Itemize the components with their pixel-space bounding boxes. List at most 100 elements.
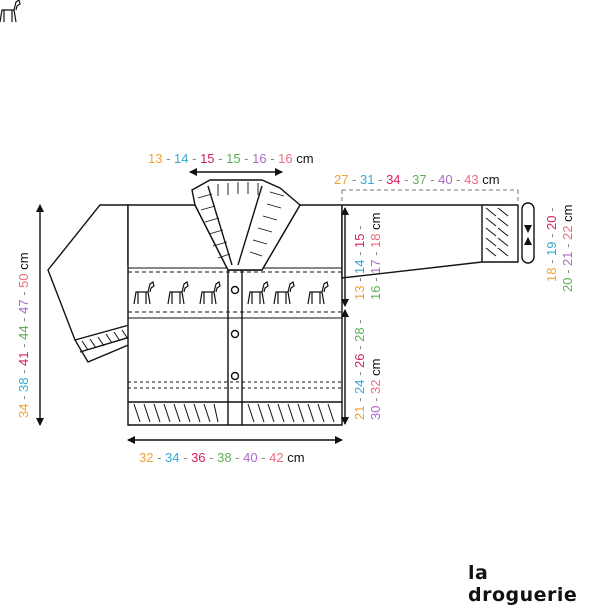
- size-value: 50: [16, 273, 31, 288]
- size-value: 15: [226, 151, 241, 166]
- size-value: 44: [16, 325, 31, 340]
- cuff-label-line1: 18 - 19 - 20 -: [544, 208, 560, 282]
- measurement-arrows: [36, 168, 349, 444]
- separator: -: [266, 151, 279, 166]
- cuff-label-line2: 20 - 21 - 22 cm: [560, 205, 576, 292]
- size-value: 16: [278, 151, 293, 166]
- size-value: 26: [352, 353, 367, 368]
- size-value: 31: [360, 172, 375, 187]
- size-value: 42: [269, 450, 284, 465]
- sleeve-length-label: 27 - 31 - 34 - 37 - 40 - 43 cm: [334, 172, 500, 188]
- size-value: 16: [252, 151, 267, 166]
- separator: -: [352, 247, 367, 260]
- size-value: 16: [368, 285, 383, 300]
- separator: -: [16, 365, 31, 378]
- size-value: 47: [16, 299, 31, 314]
- total-length-label: 34 - 38 - 41 - 44 - 47 - 50 cm: [16, 252, 32, 418]
- unit: cm: [283, 450, 305, 465]
- separator: -: [162, 151, 175, 166]
- size-value: 19: [544, 241, 559, 256]
- size-value: 38: [16, 377, 31, 392]
- separator: -: [352, 367, 367, 380]
- size-value: 21: [560, 251, 575, 266]
- size-value: 20: [560, 277, 575, 292]
- unit: cm: [368, 358, 383, 380]
- separator: -: [16, 313, 31, 326]
- separator: -: [368, 273, 383, 286]
- separator: -: [352, 225, 367, 234]
- separator: -: [426, 172, 439, 187]
- separator: -: [374, 172, 387, 187]
- armhole-label-line1: 13 - 14 - 15 -: [352, 226, 368, 300]
- neck-measurement-label: 13 - 14 - 15 - 15 - 16 - 16 cm: [148, 151, 314, 167]
- separator: -: [352, 319, 367, 328]
- separator: -: [16, 339, 31, 352]
- size-value: 17: [368, 259, 383, 274]
- unit: cm: [16, 252, 31, 274]
- separator: -: [560, 239, 575, 252]
- separator: -: [452, 172, 465, 187]
- body-length-label-line2: 30 - 32 cm: [368, 359, 384, 420]
- separator: -: [16, 287, 31, 300]
- size-value: 28: [352, 327, 367, 342]
- size-value: 32: [139, 450, 154, 465]
- size-value: 32: [368, 379, 383, 394]
- unit: cm: [292, 151, 314, 166]
- size-value: 20: [544, 215, 559, 230]
- size-value: 13: [148, 151, 163, 166]
- separator: -: [214, 151, 227, 166]
- unit: cm: [478, 172, 500, 187]
- size-value: 40: [243, 450, 258, 465]
- size-value: 22: [560, 225, 575, 240]
- separator: -: [231, 450, 244, 465]
- size-value: 18: [368, 233, 383, 248]
- size-value: 34: [16, 403, 31, 418]
- separator: -: [188, 151, 201, 166]
- width-label: 32 - 34 - 36 - 38 - 40 - 42 cm: [139, 450, 305, 466]
- size-value: 18: [544, 267, 559, 282]
- separator: -: [348, 172, 361, 187]
- shawl-collar: [191, 179, 301, 271]
- size-value: 37: [412, 172, 427, 187]
- sleeve-length-guide: [341, 189, 519, 205]
- separator: -: [368, 393, 383, 406]
- size-value: 21: [352, 405, 367, 420]
- size-value: 38: [217, 450, 232, 465]
- size-value: 24: [352, 379, 367, 394]
- separator: -: [560, 265, 575, 278]
- separator: -: [205, 450, 218, 465]
- left-sleeve: [47, 204, 141, 363]
- separator: -: [352, 393, 367, 406]
- buttons: [230, 285, 240, 381]
- brand-logo: la droguerie: [468, 562, 578, 606]
- size-value: 34: [386, 172, 401, 187]
- unit: cm: [368, 212, 383, 234]
- separator: -: [352, 341, 367, 354]
- separator: -: [368, 247, 383, 260]
- cuff-loop: [521, 202, 535, 264]
- separator: -: [544, 255, 559, 268]
- separator: -: [257, 450, 270, 465]
- llama-motif-row: [0, 0, 329, 305]
- separator: -: [153, 450, 166, 465]
- size-value: 15: [352, 233, 367, 248]
- size-value: 14: [352, 259, 367, 274]
- cardigan-body: [127, 204, 343, 426]
- size-value: 34: [165, 450, 180, 465]
- size-value: 40: [438, 172, 453, 187]
- separator: -: [544, 229, 559, 242]
- size-value: 15: [200, 151, 215, 166]
- armhole-label-line2: 16 - 17 - 18 cm: [368, 213, 384, 300]
- unit: cm: [560, 204, 575, 226]
- size-value: 43: [464, 172, 479, 187]
- body-length-label-line1: 21 - 24 - 26 - 28 -: [352, 319, 368, 420]
- size-value: 36: [191, 450, 206, 465]
- separator: -: [16, 391, 31, 404]
- separator: -: [240, 151, 253, 166]
- size-value: 14: [174, 151, 189, 166]
- size-value: 41: [16, 351, 31, 366]
- separator: -: [352, 273, 367, 286]
- separator: -: [179, 450, 192, 465]
- size-value: 30: [368, 405, 383, 420]
